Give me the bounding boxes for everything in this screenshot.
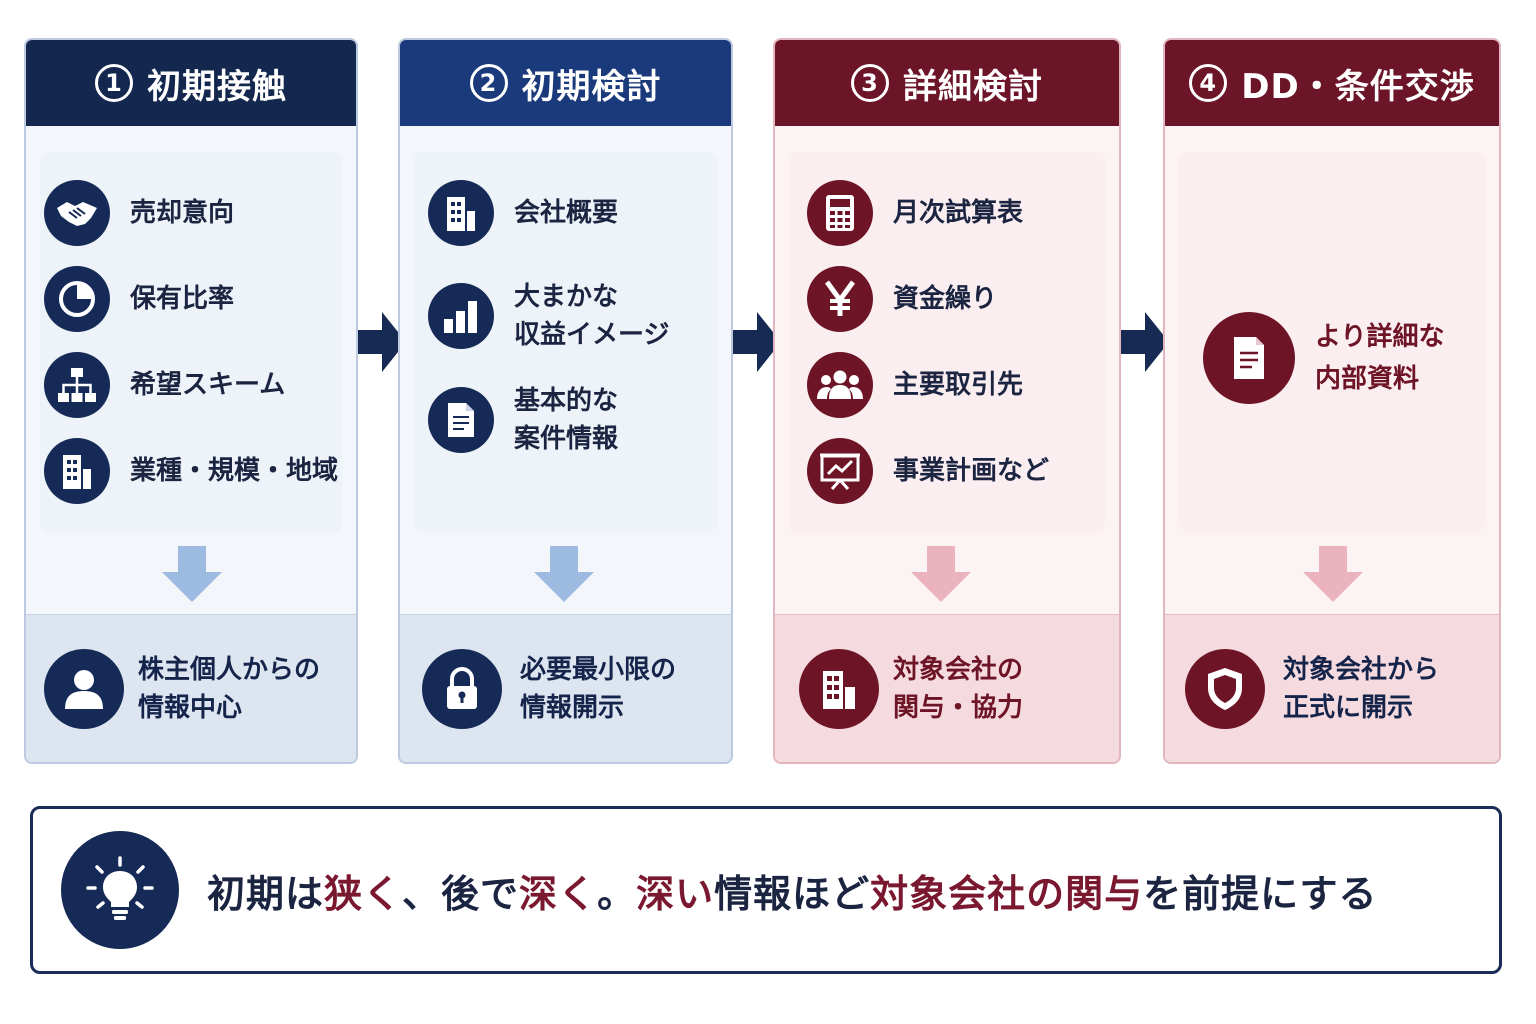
right-arrow-icon [733,312,781,372]
lock-icon [422,648,502,729]
item-line: 収益イメージ [514,320,670,350]
footer-line: 関与・協力 [893,692,1024,723]
stage-3-header: 3 詳細検討 [775,40,1119,126]
item-label: 会社概要 [514,198,619,228]
footer-line: 対象会社の [893,654,1024,685]
item-line: 案件情報 [514,424,619,454]
building-icon [44,438,110,504]
document-icon [1203,312,1295,404]
list-item: 希望スキーム [44,352,285,418]
footer-line: 対象会社から [1283,654,1440,685]
message-part: を前提にする [1143,871,1378,916]
right-arrow-icon [1121,312,1169,372]
list-item: 主要取引先 [807,352,1023,418]
message-part: 初期は [207,871,325,916]
people-group-icon [807,352,873,418]
shield-icon [1185,648,1265,729]
lightbulb-icon [61,831,179,949]
item-label: 売却意向 [130,198,235,228]
key-message-banner: 初期は狭く、後で深く。深い情報ほど対象会社の関与を前提にする [30,806,1502,974]
list-item: 売却意向 [44,180,234,246]
presentation-icon [807,438,873,504]
item-label: 資金繰り [893,284,998,314]
list-item: 事業計画など [807,438,1049,504]
footer-text: 対象会社の 関与・協力 [893,651,1023,727]
right-arrow-icon [358,312,406,372]
stage-2-card: 2 初期検討 会社概要 大まかな 収益イメージ 基本的な 案件情報 必要 [398,38,733,764]
handshake-icon [44,180,110,246]
message-part: 。 [597,871,637,916]
footer-text: 株主個人からの 情報中心 [138,651,320,727]
down-arrow-icon [1303,546,1363,602]
item-line: 大まかな [514,282,619,312]
pie-chart-icon [44,266,110,332]
list-item: 会社概要 [428,180,618,246]
item-line: 基本的な [514,386,619,416]
item-line: 内部資料 [1315,364,1420,394]
footer-text: 対象会社から 正式に開示 [1283,651,1439,727]
calculator-icon [807,180,873,246]
person-icon [44,648,124,729]
key-message-text: 初期は狭く、後で深く。深い情報ほど対象会社の関与を前提にする [207,863,1378,918]
org-chart-icon [44,352,110,418]
message-highlight: 狭く [324,871,403,916]
footer-line: 情報中心 [138,692,243,723]
stage-number: 3 [851,64,889,102]
footer-line: 株主個人からの [138,654,321,685]
item-label: 月次試算表 [893,198,1024,228]
stage-3-footer: 対象会社の 関与・協力 [775,614,1119,762]
stage-title: 詳細検討 [903,66,1043,107]
document-icon [428,387,494,453]
stage-4-card: 4 DD・条件交渉 より詳細な 内部資料 対象会社から 正式に開示 [1163,38,1501,764]
building-icon [428,180,494,246]
message-part: 情報ほど [714,871,871,916]
message-highlight: 深く [519,871,598,916]
stage-3-card: 3 詳細検討 月次試算表 資金繰り 主要取引先 事業計画など 対象会社の 関与 [773,38,1121,764]
stage-4-header: 4 DD・条件交渉 [1165,40,1499,126]
stage-1-footer: 株主個人からの 情報中心 [26,614,356,762]
stage-title: 初期接触 [147,66,287,107]
stage-1-card: 1 初期接触 売却意向 保有比率 希望スキーム 業種・規模・地域 株主個人からの [24,38,358,764]
list-item: 保有比率 [44,266,234,332]
stage-number: 1 [95,64,133,102]
item-line: より詳細な [1315,322,1445,352]
message-part: 、後で [402,871,520,916]
down-arrow-icon [162,546,222,602]
down-arrow-icon [534,546,594,602]
item-label: 事業計画など [893,456,1050,486]
item-label: 希望スキーム [130,370,286,400]
footer-line: 必要最小限の [520,654,677,685]
footer-text: 必要最小限の 情報開示 [520,651,676,727]
item-label: 業種・規模・地域 [130,456,339,486]
item-label: 保有比率 [130,284,235,314]
stage-number: 4 [1189,64,1228,102]
stage-title: 初期検討 [521,66,662,107]
footer-line: 情報開示 [520,692,625,723]
stage-4-footer: 対象会社から 正式に開示 [1165,614,1499,762]
message-highlight: 深い [636,871,715,916]
item-label: 主要取引先 [893,370,1024,400]
list-item: 基本的な 案件情報 [428,382,618,458]
list-item: 月次試算表 [807,180,1023,246]
stage-number: 2 [469,64,508,102]
stage-title: DD・条件交渉 [1241,66,1475,107]
stage-2-header: 2 初期検討 [400,40,731,126]
list-item: 資金繰り [807,266,997,332]
footer-line: 正式に開示 [1283,692,1414,723]
item-label: 基本的な 案件情報 [514,382,618,458]
list-item: 業種・規模・地域 [44,438,338,504]
yen-icon [807,266,873,332]
down-arrow-icon [911,546,971,602]
building-icon [799,648,879,729]
list-item: 大まかな 収益イメージ [428,278,669,354]
list-item: より詳細な 内部資料 [1203,312,1444,404]
item-label: 大まかな 収益イメージ [514,278,669,354]
bar-chart-icon [428,283,494,349]
stage-1-header: 1 初期接触 [26,40,356,126]
stage-2-footer: 必要最小限の 情報開示 [400,614,731,762]
item-label: より詳細な 内部資料 [1315,316,1444,400]
message-highlight: 対象会社の関与 [870,871,1144,916]
